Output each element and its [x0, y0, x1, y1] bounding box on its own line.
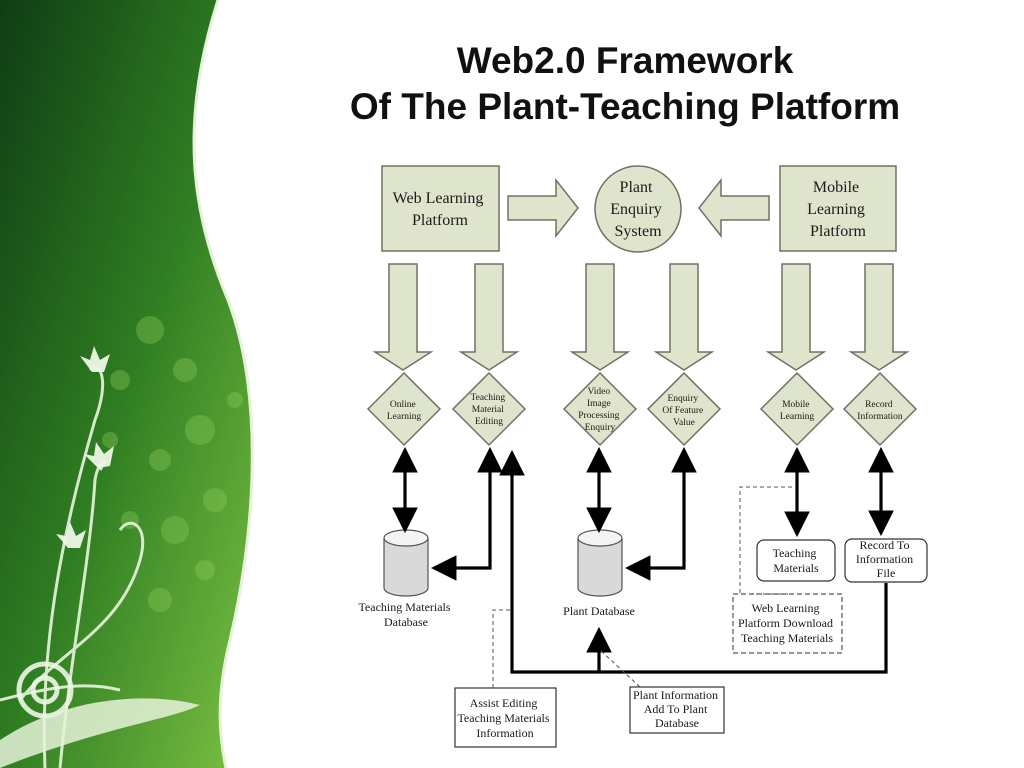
svg-text:Mobile Learning: Mobile Learning [780, 400, 815, 422]
tm-line-1: Teaching [773, 546, 817, 560]
teaching-materials-box: Teaching Materials [756, 539, 836, 582]
diamond-mobile-learning [759, 371, 835, 447]
plantinfo-line-1: Plant Information [633, 688, 718, 702]
svg-text:Teaching Materials Databas: Teaching Materials Database [358, 600, 453, 629]
down-arrow-mlearn [765, 263, 827, 371]
title-line-2: Of The Plant-Teaching Platform [349, 86, 901, 127]
down-arrow-record [848, 263, 910, 371]
svg-text:Web Learning Platform: Web Learning Platform [393, 190, 488, 229]
assist-line-2: Teaching Materials [457, 711, 549, 725]
tmdb-line-2: Database [384, 615, 428, 629]
plantinfo-line-2: Add To Plant [644, 702, 708, 716]
online-line-2: Learning [387, 412, 422, 422]
rec-line-1: Record To [860, 538, 910, 552]
mlearn-line-2: Learning [780, 412, 815, 422]
record-to-information-file-box: Record To Information File [844, 538, 928, 583]
svg-text:Plant Enquiry Syst: Plant Enquiry System [610, 179, 666, 240]
plant-database [577, 529, 623, 597]
plantinfo-leader-line [599, 649, 641, 688]
teaching-line-1: Teaching [470, 393, 505, 403]
diamond-record-information [842, 371, 918, 447]
svg-text:Record Information: Record Information [857, 400, 903, 422]
record-line-1: Record [865, 400, 893, 410]
svg-text:Enquiry Of Feature Val: Enquiry Of Feature Value [662, 394, 705, 428]
download-line-2: Platform Download [738, 616, 833, 630]
feature-line-3: Value [673, 418, 695, 428]
bottom-feedback-loop [499, 449, 888, 674]
video-line-3: Processing [578, 411, 619, 421]
teaching-line-2: Material [472, 405, 505, 415]
record-line-2: Information [857, 411, 903, 422]
web-platform-line-2: Platform [412, 212, 469, 229]
assist-leader-line [492, 609, 512, 688]
web-download-note: Web Learning Platform Download Teaching … [732, 593, 843, 654]
svg-text:Online Learning: Online Learning [387, 400, 422, 422]
plant-enquiry-system-circle: Plant Enquiry System [594, 165, 682, 253]
svg-text:Web Learning Platform Do: Web Learning Platform Download Teaching … [738, 601, 836, 645]
teaching-to-tmdb-connector [430, 446, 503, 581]
diamond-video-image-processing [562, 371, 638, 447]
web-learning-platform-block: Web Learning Platform [381, 165, 500, 252]
title-line-1: Web2.0 Framework [456, 40, 794, 81]
video-line-1: Video [587, 387, 610, 397]
video-line-4: Enquiry [585, 423, 616, 433]
down-arrow-online [372, 263, 434, 371]
download-line-1: Web Learning [751, 601, 819, 615]
block-arrow-right [507, 177, 579, 239]
video-line-2: Image [587, 399, 611, 409]
mobile-platform-line-2: Learning [807, 201, 865, 218]
down-arrow-feature [653, 263, 715, 371]
rec-line-3: File [877, 566, 896, 580]
plantinfo-line-3: Database [655, 716, 699, 730]
assist-editing-note: Assist Editing Teaching Materials Inform… [454, 687, 557, 748]
green-floral-sidebar [0, 0, 254, 768]
assist-line-3: Information [476, 726, 533, 740]
svg-text:Video Image Processing: Video Image Processing Enquiry [578, 387, 622, 433]
tmdb-line-1: Teaching Materials [358, 600, 450, 614]
slide-title: Web2.0 Framework Of The Plant-Teaching P… [300, 38, 950, 130]
mobile-learning-platform-block: Mobile Learning Platform [779, 165, 897, 252]
svg-text:Plant Information Add To: Plant Information Add To Plant Database [633, 688, 721, 730]
pdb-line-1: Plant Database [563, 604, 635, 618]
down-arrow-video [569, 263, 631, 371]
mobile-platform-line-3: Platform [810, 223, 867, 240]
down-block-arrows [372, 263, 910, 371]
assist-line-1: Assist Editing [470, 696, 538, 710]
diamond-teaching-material-editing [451, 371, 527, 447]
teaching-line-3: Editing [475, 417, 503, 427]
down-arrow-teaching [458, 263, 520, 371]
feature-to-pdb-connector [624, 446, 697, 581]
tm-line-2: Materials [773, 561, 819, 575]
teaching-materials-database [383, 529, 429, 597]
download-leader-line [739, 486, 795, 595]
enquiry-line-2: Enquiry [610, 201, 662, 218]
online-line-1: Online [390, 400, 416, 410]
svg-text:Record To Information: Record To Information File [856, 538, 916, 580]
web-platform-line-1: Web Learning [393, 190, 484, 207]
feature-line-1: Enquiry [668, 394, 699, 404]
feature-line-2: Of Feature [662, 405, 703, 416]
diamond-online-learning [366, 371, 442, 447]
svg-text:Mobile Learning Pl: Mobile Learning Platform [807, 179, 869, 240]
rec-line-2: Information [856, 552, 913, 566]
svg-text:Assist Editing Teaching: Assist Editing Teaching Materials Inform… [457, 696, 552, 740]
diamond-enquiry-feature [646, 371, 722, 447]
svg-text:Teaching Material Edit: Teaching Material Editing [470, 393, 507, 427]
plant-information-note: Plant Information Add To Plant Database [629, 686, 725, 734]
download-line-3: Teaching Materials [741, 631, 833, 645]
mobile-platform-line-1: Mobile [813, 179, 859, 196]
enquiry-line-1: Plant [620, 179, 653, 196]
svg-text:Plant Database: Plant Database [563, 604, 635, 618]
block-arrow-left [698, 177, 770, 239]
mlearn-line-1: Mobile [782, 400, 809, 410]
enquiry-line-3: System [614, 223, 662, 240]
svg-text:Teaching Materials: Teaching Materials [773, 546, 820, 575]
